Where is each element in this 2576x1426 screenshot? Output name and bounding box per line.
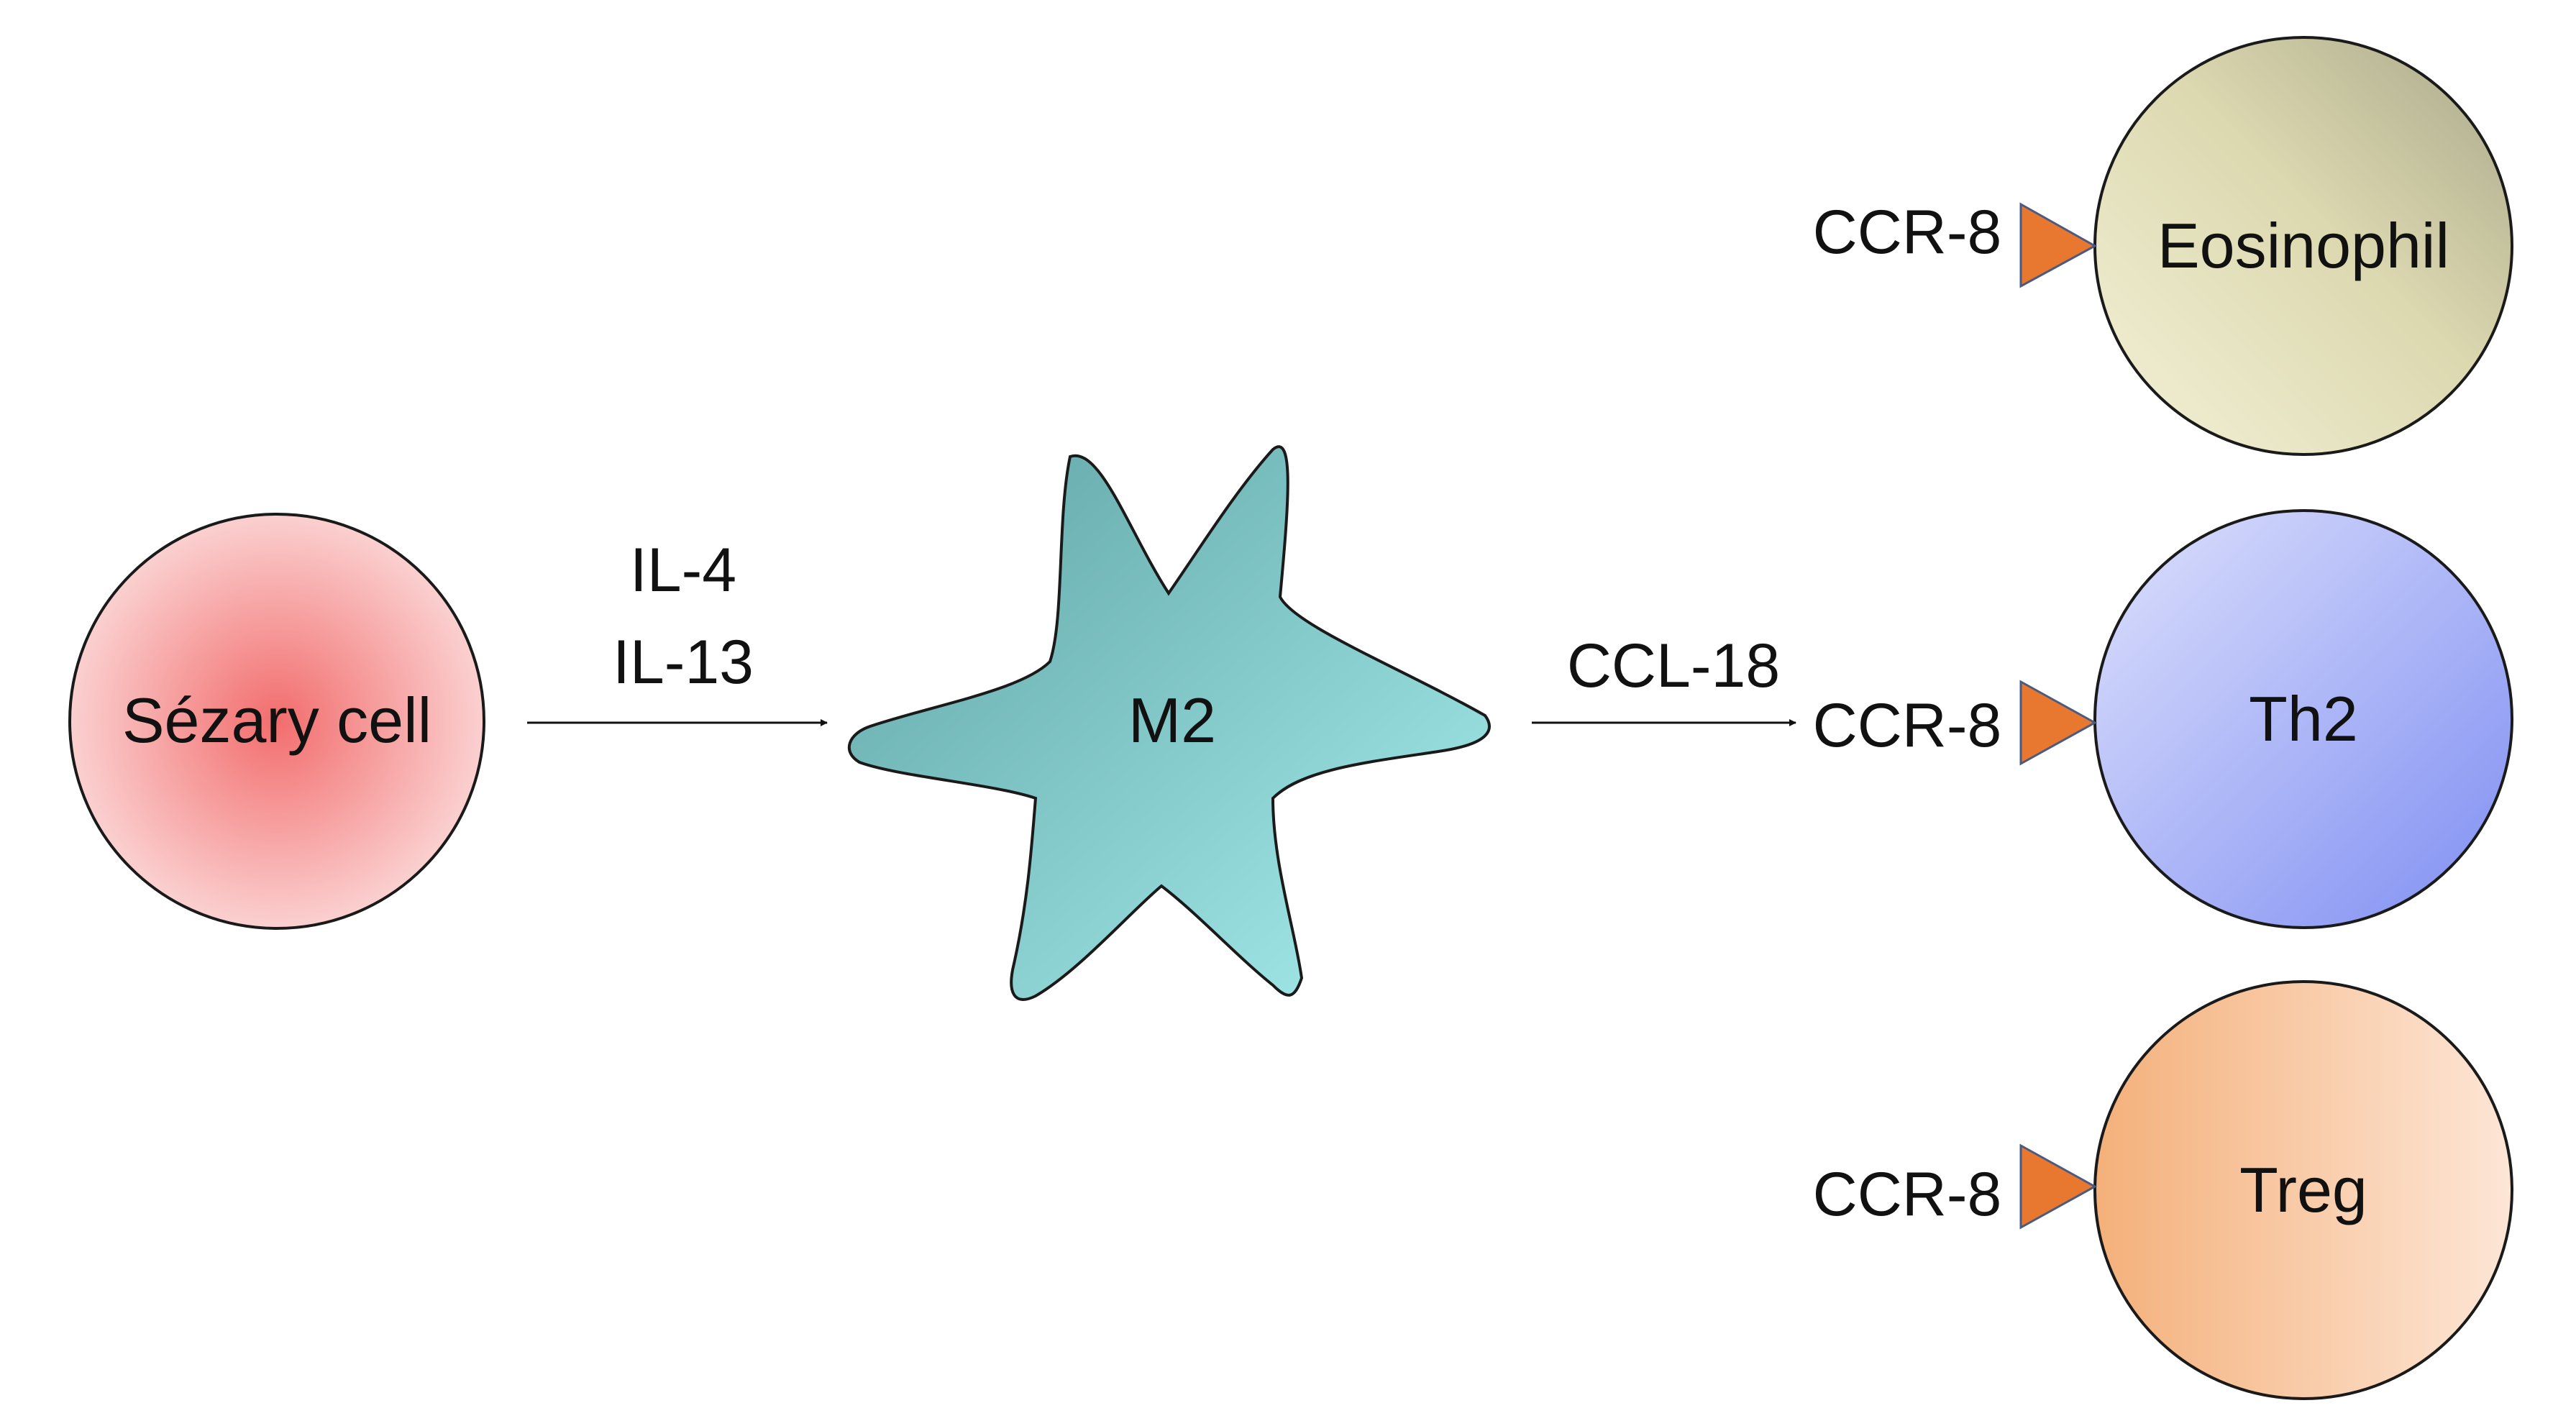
m2-macrophage: M2 bbox=[847, 445, 1491, 1001]
treg-ccr8-receptor bbox=[2019, 1143, 2098, 1230]
sezary-cell: Sézary cell bbox=[68, 513, 485, 930]
th2-ccr8-receptor bbox=[2019, 680, 2098, 766]
sezary-cell-body bbox=[68, 513, 485, 930]
ccl18-label: CCL-18 bbox=[1567, 631, 1780, 700]
m2-label: M2 bbox=[1128, 685, 1216, 756]
th2-label: Th2 bbox=[2249, 683, 2358, 754]
ccl18-arrow-group: CCL-18 bbox=[1532, 631, 1796, 726]
treg-ccr8-label: CCR-8 bbox=[1813, 1160, 2002, 1229]
eosinophil-label: Eosinophil bbox=[2157, 210, 2449, 281]
sezary-cell-label: Sézary cell bbox=[122, 685, 431, 756]
treg-label: Treg bbox=[2239, 1154, 2367, 1225]
eosinophil-cell: Eosinophil CCR-8 bbox=[1813, 36, 2513, 456]
m2-macrophage-body bbox=[847, 445, 1491, 1001]
eosinophil-ccr8-label: CCR-8 bbox=[1813, 198, 2002, 267]
il13-label: IL-13 bbox=[613, 628, 754, 697]
th2-ccr8-label: CCR-8 bbox=[1813, 691, 2002, 760]
th2-cell-body bbox=[2093, 509, 2513, 929]
eosinophil-ccr8-receptor bbox=[2019, 202, 2098, 288]
il4-label: IL-4 bbox=[630, 536, 736, 605]
treg-cell: Treg CCR-8 bbox=[1813, 980, 2513, 1400]
treg-cell-body bbox=[2093, 980, 2513, 1400]
th2-cell: Th2 CCR-8 bbox=[1813, 509, 2513, 929]
il-arrow-group: IL-4 IL-13 bbox=[527, 536, 828, 726]
